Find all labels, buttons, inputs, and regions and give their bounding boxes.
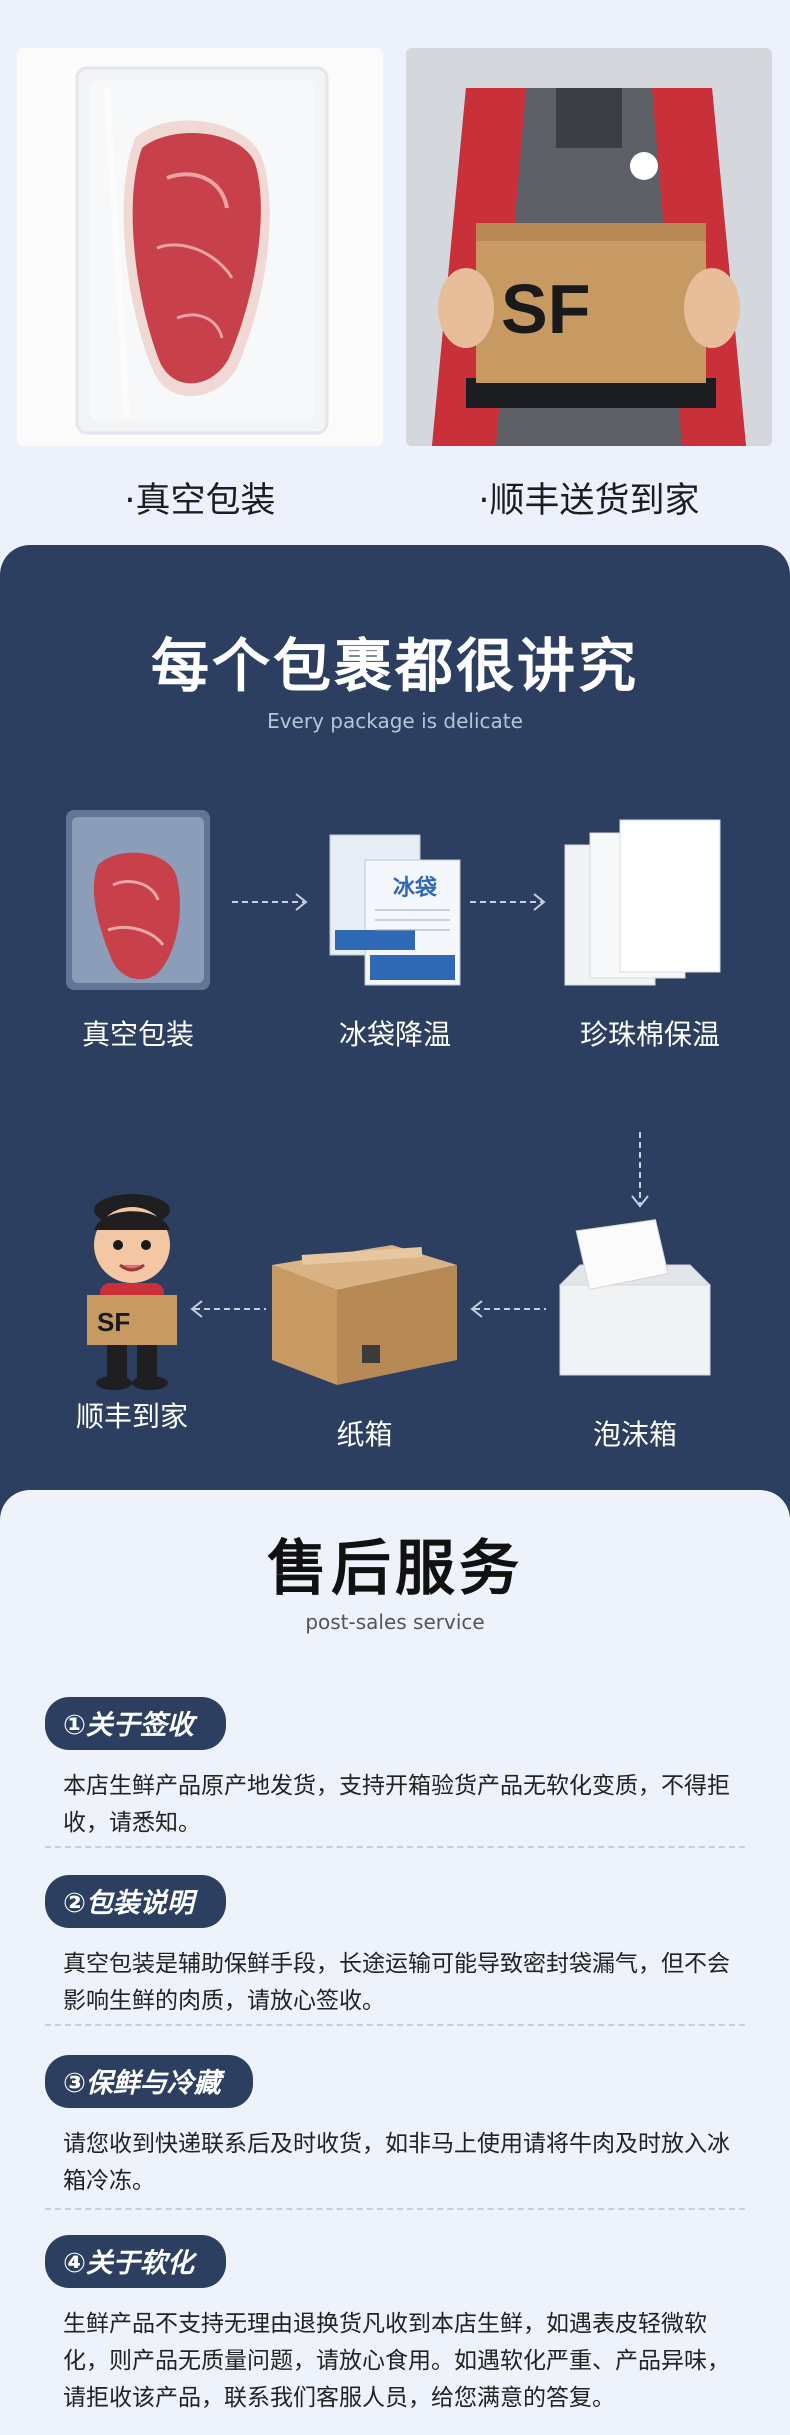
courier-image: SF — [406, 48, 772, 446]
service-title: 售后服务 — [267, 1534, 523, 1604]
divider — [45, 2208, 745, 2210]
top-photo-section: SF ·真空包装 ·顺丰送货到家 — [0, 0, 790, 545]
caption-vacuum: ·真空包装 — [124, 481, 276, 521]
arrow-right-icon — [468, 890, 548, 914]
step-label: 珍珠棉保温 — [579, 1018, 720, 1051]
vacuum-meat-image — [75, 66, 329, 435]
step-label: 顺丰到家 — [75, 1400, 188, 1433]
ice-bag-icon: 冰袋 — [329, 834, 461, 986]
service-item-signing: ①关于签收 本店生鲜产品原产地发货，支持开箱验货产品无软化变质，不得拒收，请悉知… — [45, 1697, 745, 1842]
service-badge: ④关于软化 — [45, 2235, 226, 2288]
package-title: 每个包裹都很讲究 — [150, 632, 639, 700]
pearl-cotton-icon — [564, 819, 721, 986]
step-sf-home: SF 顺丰到家 — [52, 1185, 212, 1435]
step-vacuum: 真空包装 — [58, 805, 218, 1053]
service-text: 本店生鲜产品原产地发货，支持开箱验货产品无软化变质，不得拒收，请悉知。 — [63, 1773, 730, 1836]
step-pearl-cotton: 珍珠棉保温 — [555, 805, 745, 1053]
step-label: 纸箱 — [336, 1418, 393, 1451]
step-foam-box: 泡沫箱 — [540, 1205, 730, 1453]
step-label: 真空包装 — [81, 1018, 194, 1051]
courier-photo: SF — [406, 48, 772, 446]
service-badge: ③保鲜与冷藏 — [45, 2055, 253, 2108]
service-item-packaging: ②包装说明 真空包装是辅助保鲜手段，长途运输可能导致密封袋漏气，但不会影响生鲜的… — [45, 1875, 745, 2020]
service-text: 真空包装是辅助保鲜手段，长途运输可能导致密封袋漏气，但不会影响生鲜的肉质，请放心… — [63, 1951, 730, 2014]
service-item-softening: ④关于软化 生鲜产品不支持无理由退换货凡收到本店生鲜，如遇表皮轻微软化，则产品无… — [45, 2235, 745, 2417]
step-ice-bag: 冰袋 冰袋降温 — [315, 805, 475, 1053]
step-label: 泡沫箱 — [592, 1418, 677, 1451]
carton-icon — [272, 1245, 457, 1385]
service-badge: ①关于签收 — [45, 1697, 226, 1750]
after-sales-section: 售后服务 post-sales service ①关于签收 本店生鲜产品原产地发… — [0, 1490, 790, 2435]
caption-sf-delivery: ·顺丰送货到家 — [478, 481, 700, 521]
arrow-left-icon — [468, 1297, 548, 1321]
step-label: 冰袋降温 — [338, 1018, 451, 1051]
vacuum-pack-icon — [66, 810, 210, 990]
arrow-left-icon — [188, 1297, 268, 1321]
arrow-down-icon — [628, 1130, 652, 1210]
service-item-storage: ③保鲜与冷藏 请您收到快递联系后及时收货，如非马上使用请将牛肉及时放入冰箱冷冻。 — [45, 2055, 745, 2200]
divider — [45, 1846, 745, 1848]
vacuum-meat-photo — [17, 48, 383, 446]
foam-box-icon — [558, 1219, 712, 1376]
service-badge: ②包装说明 — [45, 1875, 226, 1928]
service-subtitle: post-sales service — [305, 1610, 485, 1634]
divider — [45, 2024, 745, 2026]
arrow-right-icon — [230, 890, 310, 914]
step-carton: 纸箱 — [262, 1205, 467, 1453]
mascot-box-logo: SF — [97, 1307, 130, 1337]
package-section: 每个包裹都很讲究 Every package is delicate 真空包装 … — [0, 545, 790, 1525]
box-logo: SF — [501, 270, 590, 348]
sf-courier-mascot-icon: SF — [87, 1194, 177, 1390]
service-text: 生鲜产品不支持无理由退换货凡收到本店生鲜，如遇表皮轻微软化，则产品无质量问题，请… — [63, 2311, 730, 2411]
ice-bag-label: 冰袋 — [393, 875, 438, 901]
package-subtitle: Every package is delicate — [267, 709, 523, 733]
service-text: 请您收到快递联系后及时收货，如非马上使用请将牛肉及时放入冰箱冷冻。 — [63, 2131, 730, 2194]
